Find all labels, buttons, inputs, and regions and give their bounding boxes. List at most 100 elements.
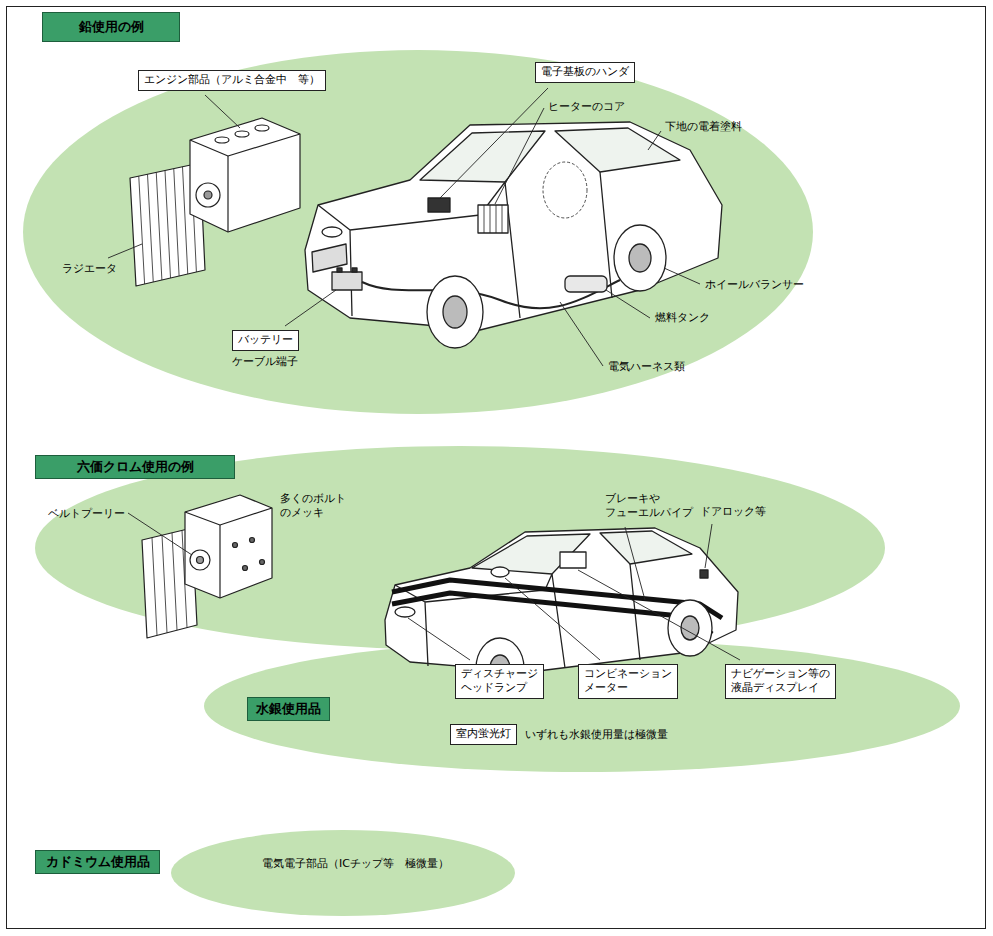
wheel-hub (443, 296, 467, 328)
callout-box: 電子基板のハンダ (535, 62, 635, 83)
callout-box: コンビネーション メーター (578, 664, 678, 699)
leader-line (578, 570, 740, 660)
part-name: ナビゲーション等の 液晶ディスプレイ (731, 667, 830, 696)
bolt (243, 566, 248, 571)
part-label: いずれも水銀使用量は極微量 (525, 728, 668, 742)
section-title-box: 水銀使用品 (247, 697, 330, 721)
pulley (196, 183, 220, 207)
display (560, 552, 586, 568)
windshield (472, 534, 590, 574)
heater-fins (484, 205, 502, 233)
belt-pulley (190, 550, 210, 570)
car-chromium (385, 528, 738, 698)
part-label: 下地の電着塗料 (665, 120, 742, 134)
part-label: 多くのボルト のメッキ (280, 492, 346, 521)
frame (7, 7, 986, 929)
leader-line (705, 524, 712, 568)
leader-line (285, 290, 336, 326)
car-lead (305, 122, 722, 348)
callout-box: バッテリー (232, 330, 299, 351)
leader-line (495, 108, 544, 204)
side-window (600, 531, 692, 564)
heater-core (478, 205, 508, 233)
section-title-box: 六価クロム使用の例 (35, 455, 235, 479)
leader-line (606, 290, 650, 318)
pulley-hub (204, 191, 212, 199)
engine-edge (227, 156, 228, 232)
part-label: ブレーキや フューエルパイプ (605, 492, 693, 521)
engine-cap (235, 131, 249, 137)
side-window (555, 128, 680, 172)
part-name: バッテリー (238, 333, 293, 347)
windshield (420, 131, 545, 182)
bolt (260, 560, 265, 565)
section-title: 鉛使用の例 (79, 19, 144, 35)
engine-chromium (142, 495, 272, 638)
radiator-fins (139, 165, 197, 284)
wheel-hub (629, 244, 651, 272)
part-label: ドアロック等 (700, 505, 766, 519)
leader-line (128, 513, 192, 555)
leader-line (408, 618, 470, 660)
meter (491, 567, 509, 577)
engine-edge (219, 525, 220, 598)
leader-line (560, 302, 603, 366)
battery (332, 272, 362, 290)
engine-block (190, 118, 300, 232)
leader-line (625, 527, 645, 600)
car-body (385, 528, 738, 672)
leader-lines (108, 88, 740, 660)
leader-line (205, 95, 240, 128)
bolt (250, 538, 255, 543)
part-name: コンビネーション メーター (584, 667, 672, 696)
part-label: ホイールバランサー (705, 278, 804, 292)
leader-line (108, 244, 142, 258)
radiator-fins (152, 530, 187, 635)
part-label: 電気ハーネス類 (608, 360, 685, 374)
headlight (322, 227, 342, 237)
callout-box: エンジン部品（アルミ合金中 等） (138, 70, 326, 91)
part-name: エンジン部品（アルミ合金中 等） (144, 73, 320, 87)
engine-edge (185, 508, 272, 525)
lead-zone (23, 50, 813, 414)
engine-cap (255, 125, 269, 131)
part-label: ケーブル端子 (232, 355, 298, 369)
leader-line (440, 88, 548, 198)
part-label: 燃料タンク (655, 311, 710, 325)
callout-box: ナビゲーション等の 液晶ディスプレイ (725, 664, 836, 699)
section-title-box: カドミウム使用品 (35, 850, 160, 874)
part-name: 室内蛍光灯 (456, 727, 511, 741)
part-name: ディスチャージ ヘッドランプ (461, 667, 538, 696)
leader-line (664, 268, 700, 284)
leader-line (505, 578, 600, 660)
rear-wheel (614, 225, 666, 291)
part-label: 電気電子部品（ICチップ等 極微量） (262, 857, 449, 871)
car-body (305, 122, 722, 330)
callout-box: ディスチャージ ヘッドランプ (455, 664, 544, 699)
battery-terminal (337, 268, 342, 272)
fuel-pipe (392, 593, 712, 634)
part-label: ベルトプーリー (48, 507, 125, 521)
rear-wheel (668, 600, 712, 656)
door-lock (700, 570, 708, 578)
wheel-hub (681, 616, 699, 640)
section-title-box: 鉛使用の例 (42, 12, 180, 42)
engine-lead (130, 118, 300, 286)
fuel-tank (565, 276, 607, 292)
engine-block (185, 495, 272, 598)
pulley-hub (197, 557, 204, 564)
grille (312, 244, 347, 272)
bolt (233, 543, 238, 548)
engine-cap (215, 137, 229, 143)
part-name: 電子基板のハンダ (541, 65, 629, 79)
part-label: ラジエータ (62, 262, 117, 276)
far-wheel (543, 162, 587, 218)
cadmium-zone (171, 830, 515, 916)
section-title: 六価クロム使用の例 (77, 459, 194, 475)
leader-line (648, 131, 661, 150)
front-wheel (427, 276, 483, 348)
part-label: ヒーターのコア (548, 100, 625, 114)
callout-box: 室内蛍光灯 (450, 724, 517, 745)
circuit-board (428, 198, 450, 212)
